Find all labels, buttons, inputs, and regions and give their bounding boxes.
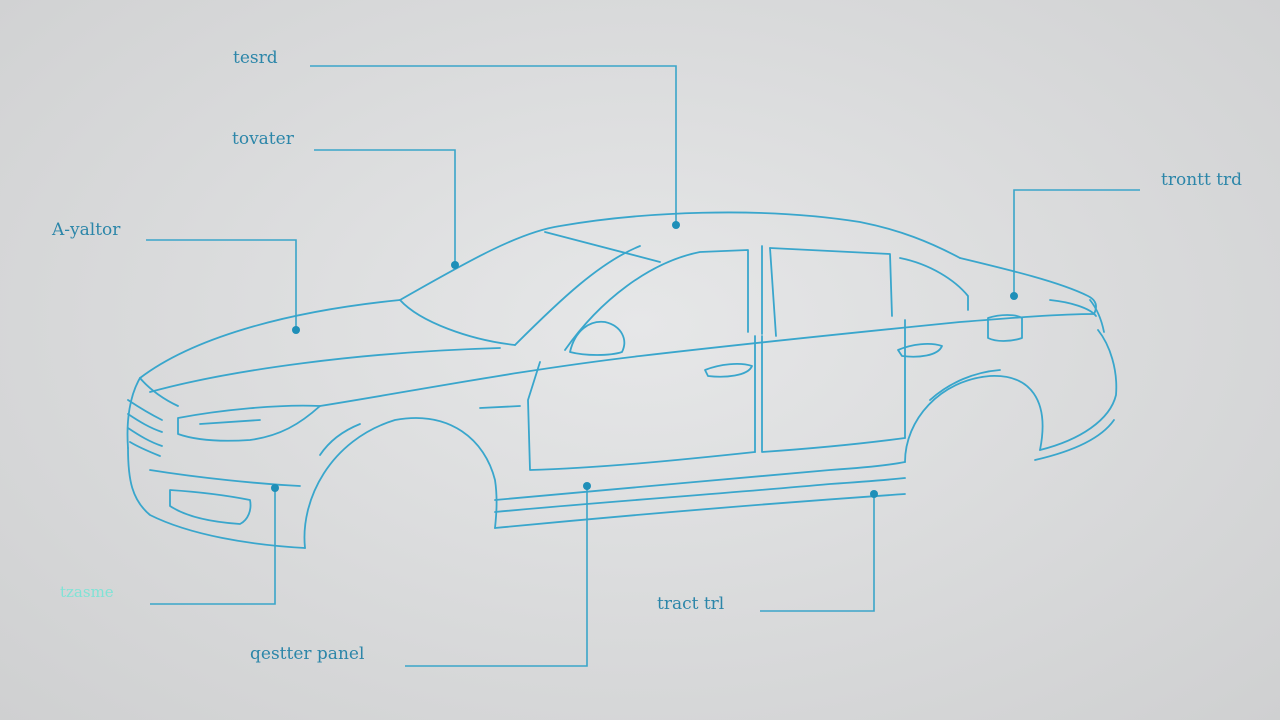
label-top-center: tesrd	[233, 48, 278, 68]
sedan-outline	[126, 211, 1118, 549]
label-right-top: trontt trd	[1161, 170, 1243, 190]
leader-lines	[146, 65, 1140, 667]
dot-bottom-center	[583, 482, 591, 490]
leader-upper-left	[314, 149, 456, 265]
leader-top-center	[310, 65, 677, 225]
leader-bottom-center	[405, 486, 588, 667]
label-bottom-right: tract trl	[657, 594, 725, 614]
dot-left	[292, 326, 300, 334]
label-upper-left: tovater	[232, 129, 294, 149]
leader-right-top	[1013, 189, 1140, 296]
label-left: A-yaltor	[52, 220, 121, 240]
dot-bottom-left	[271, 484, 279, 492]
dot-right-top	[1010, 292, 1018, 300]
leader-bottom-left	[150, 488, 276, 605]
leader-bottom-right	[760, 494, 875, 612]
label-bottom-left: tzasme	[60, 583, 114, 601]
label-bottom-center: qestter panel	[250, 644, 365, 664]
dot-upper-left	[451, 261, 459, 269]
leader-left	[146, 239, 297, 330]
dot-top-center	[672, 221, 680, 229]
leader-dots	[271, 221, 1018, 498]
dot-bottom-right	[870, 490, 878, 498]
